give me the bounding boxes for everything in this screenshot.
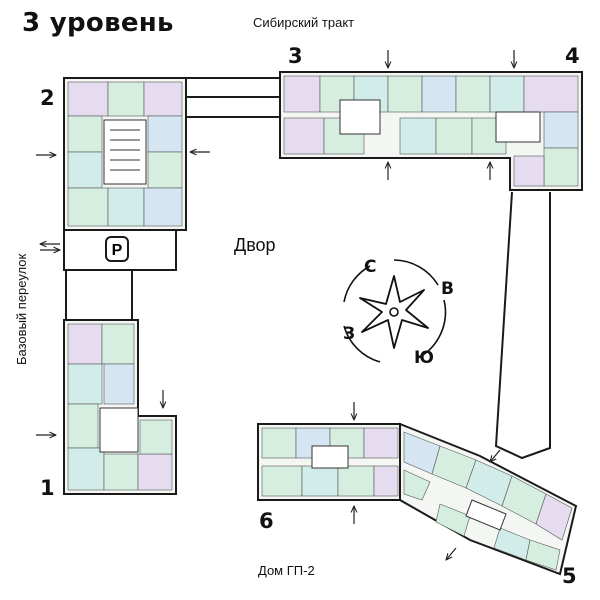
building-section-1: [63, 319, 177, 495]
compass-west-label: З: [343, 324, 356, 344]
compass-east-label: В: [441, 279, 454, 299]
entry-arrows: [36, 50, 514, 560]
building-section-2: [63, 77, 187, 231]
building-section-3-4: [279, 71, 583, 191]
section-number-3: 3: [288, 44, 303, 68]
building-section-6: [257, 423, 401, 501]
compass-south-label: Ю: [414, 348, 434, 368]
page-title: 3 уровень: [22, 8, 174, 38]
section-number-5: 5: [562, 564, 577, 588]
section-number-6: 6: [259, 509, 274, 533]
compass-north-label: С: [364, 257, 377, 277]
section-number-1: 1: [40, 476, 55, 500]
parking-block: [63, 229, 177, 271]
neighbor-house-label: Дом ГП-2: [258, 563, 315, 578]
yard-label: Двор: [234, 235, 276, 255]
section-number-4: 4: [565, 44, 580, 68]
section-number-2: 2: [40, 86, 55, 110]
street-label-top: Сибирский тракт: [253, 15, 355, 30]
compass-rose: [343, 259, 447, 363]
parking-label: P: [112, 242, 123, 259]
building-section-5: [399, 422, 578, 576]
